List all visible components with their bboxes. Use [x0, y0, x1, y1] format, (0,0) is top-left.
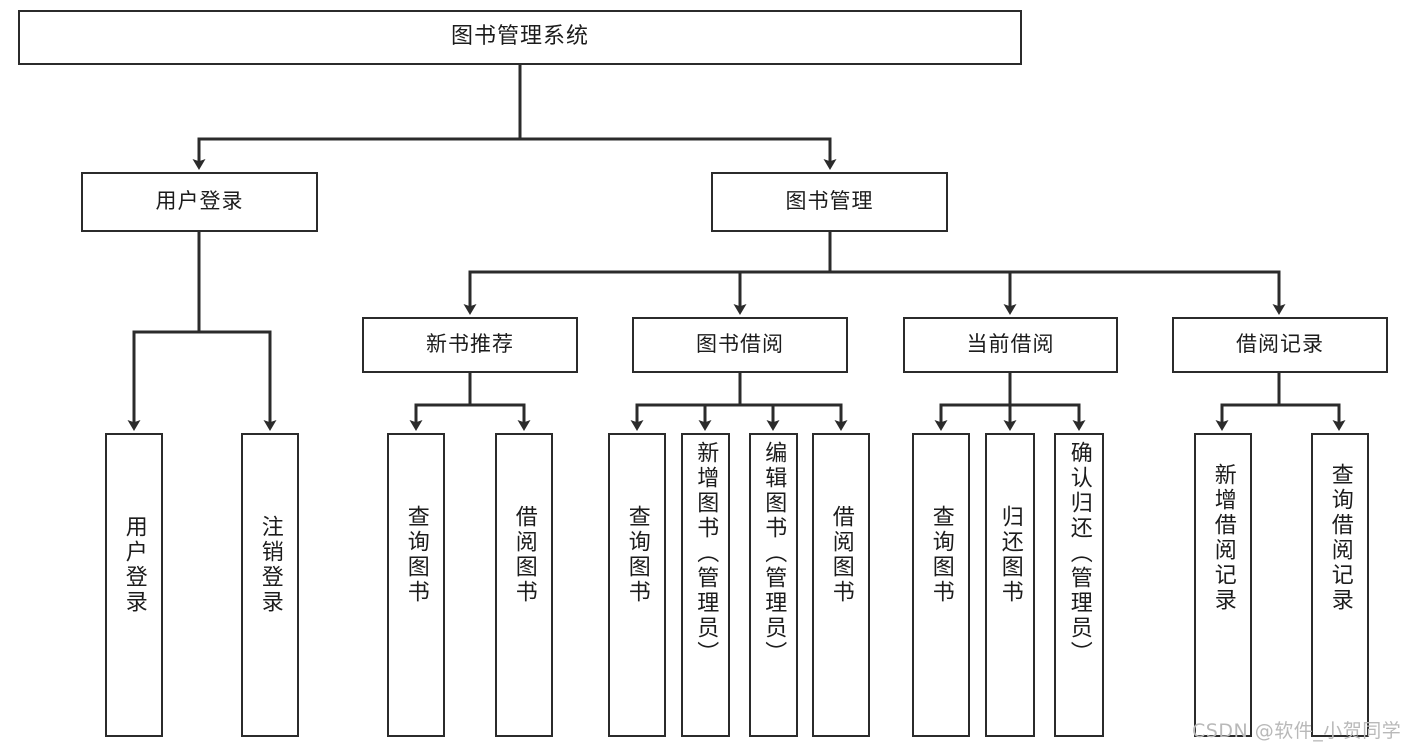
leaf-logout[interactable]: 注销登录	[241, 433, 299, 737]
node-label: 用户登录	[155, 189, 244, 214]
leaf-label: 归还图书	[997, 505, 1023, 605]
leaf-borrow-book[interactable]: 借阅图书	[812, 433, 870, 737]
leaf-label: 借阅图书	[511, 505, 537, 605]
leaf-borrow-book-newbook[interactable]: 借阅图书	[495, 433, 553, 737]
leaf-label: 确认归还（管理员）	[1066, 441, 1092, 666]
leaf-label: 注销登录	[257, 515, 283, 615]
leaf-query-book-current[interactable]: 查询图书	[912, 433, 970, 737]
node-user-login[interactable]: 用户登录	[81, 172, 318, 232]
leaf-label: 用户登录	[121, 515, 147, 615]
leaf-label: 查询借阅记录	[1327, 463, 1353, 613]
leaf-label: 新增借阅记录	[1210, 463, 1236, 613]
leaf-confirm-return-admin[interactable]: 确认归还（管理员）	[1054, 433, 1104, 737]
leaf-label: 新增图书（管理员）	[693, 441, 719, 666]
leaf-add-borrow-record[interactable]: 新增借阅记录	[1194, 433, 1252, 737]
node-borrow-record[interactable]: 借阅记录	[1172, 317, 1388, 373]
leaf-label: 编辑图书（管理员）	[761, 441, 787, 666]
leaf-label: 查询图书	[624, 505, 650, 605]
node-new-book-recommend[interactable]: 新书推荐	[362, 317, 578, 373]
leaf-query-book-borrow[interactable]: 查询图书	[608, 433, 666, 737]
node-label: 图书管理系统	[450, 24, 589, 50]
node-label: 当前借阅	[966, 332, 1055, 357]
leaf-edit-book-admin[interactable]: 编辑图书（管理员）	[749, 433, 798, 737]
node-label: 图书管理	[785, 189, 874, 214]
leaf-label: 借阅图书	[828, 505, 854, 605]
leaf-label: 查询图书	[403, 505, 429, 605]
node-label: 图书借阅	[696, 332, 784, 357]
leaf-user-login[interactable]: 用户登录	[105, 433, 163, 737]
leaf-add-book-admin[interactable]: 新增图书（管理员）	[681, 433, 730, 737]
node-current-borrow[interactable]: 当前借阅	[903, 317, 1118, 373]
node-book-management-system[interactable]: 图书管理系统	[18, 10, 1022, 65]
leaf-query-borrow-record[interactable]: 查询借阅记录	[1311, 433, 1369, 737]
node-label: 新书推荐	[426, 332, 514, 357]
leaf-label: 查询图书	[928, 505, 954, 605]
leaf-query-book-newbook[interactable]: 查询图书	[387, 433, 445, 737]
leaf-return-book[interactable]: 归还图书	[985, 433, 1035, 737]
node-book-management[interactable]: 图书管理	[711, 172, 948, 232]
node-label: 借阅记录	[1236, 332, 1324, 357]
node-book-borrow[interactable]: 图书借阅	[632, 317, 848, 373]
